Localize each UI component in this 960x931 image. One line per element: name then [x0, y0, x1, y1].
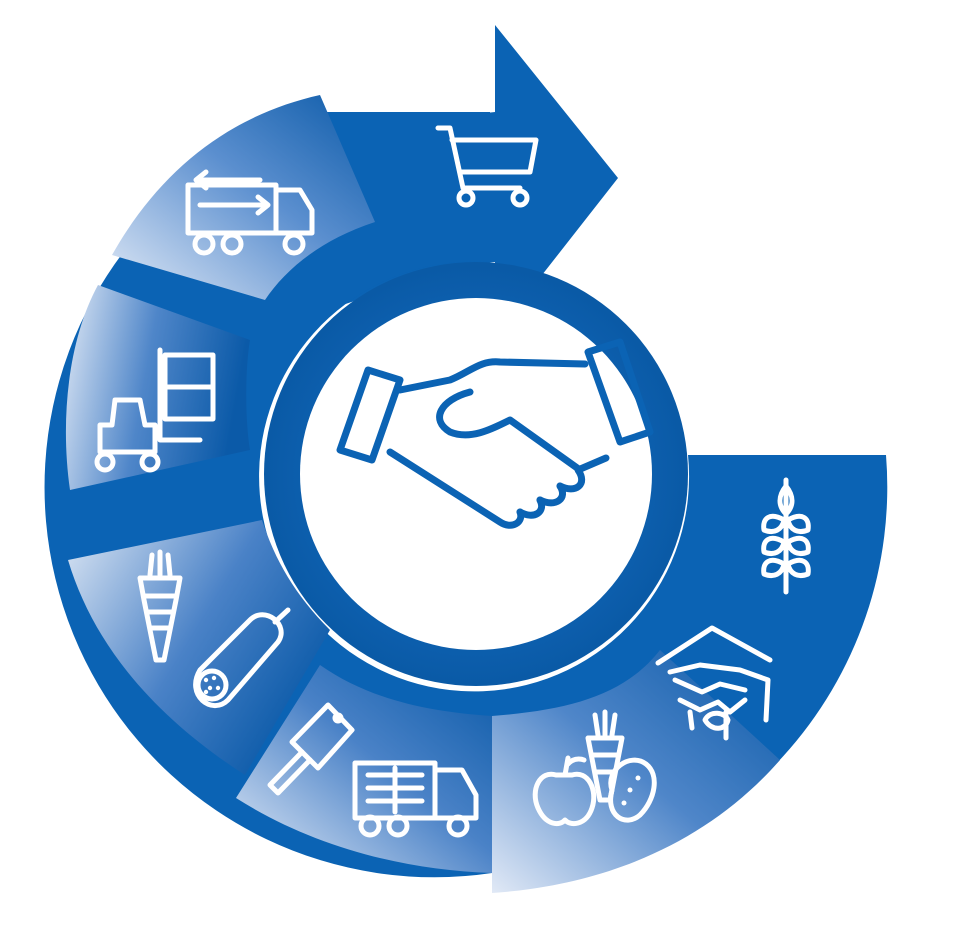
apple-icon [532, 755, 597, 827]
potato-eyes [621, 775, 641, 806]
segment-processing-transport [236, 665, 492, 873]
wheat-icon [761, 477, 811, 595]
vegetable-icon [137, 549, 183, 663]
segment-fresh-produce [492, 650, 780, 893]
refrigerated-truck-icon [352, 760, 479, 838]
sausage-dots [203, 675, 221, 695]
shopping-cart-icon [435, 125, 539, 208]
handshake-icon [336, 338, 654, 529]
livestock-barn-icon [655, 625, 773, 741]
potato-icon [608, 757, 657, 823]
cleaver-icon [267, 702, 355, 796]
delivery-truck-icon [185, 169, 315, 256]
segment-processed-food [68, 520, 330, 775]
segment-distribution [112, 95, 375, 300]
center-disk [300, 298, 652, 650]
sausage-icon [193, 607, 291, 708]
forklift-icon [94, 347, 216, 473]
